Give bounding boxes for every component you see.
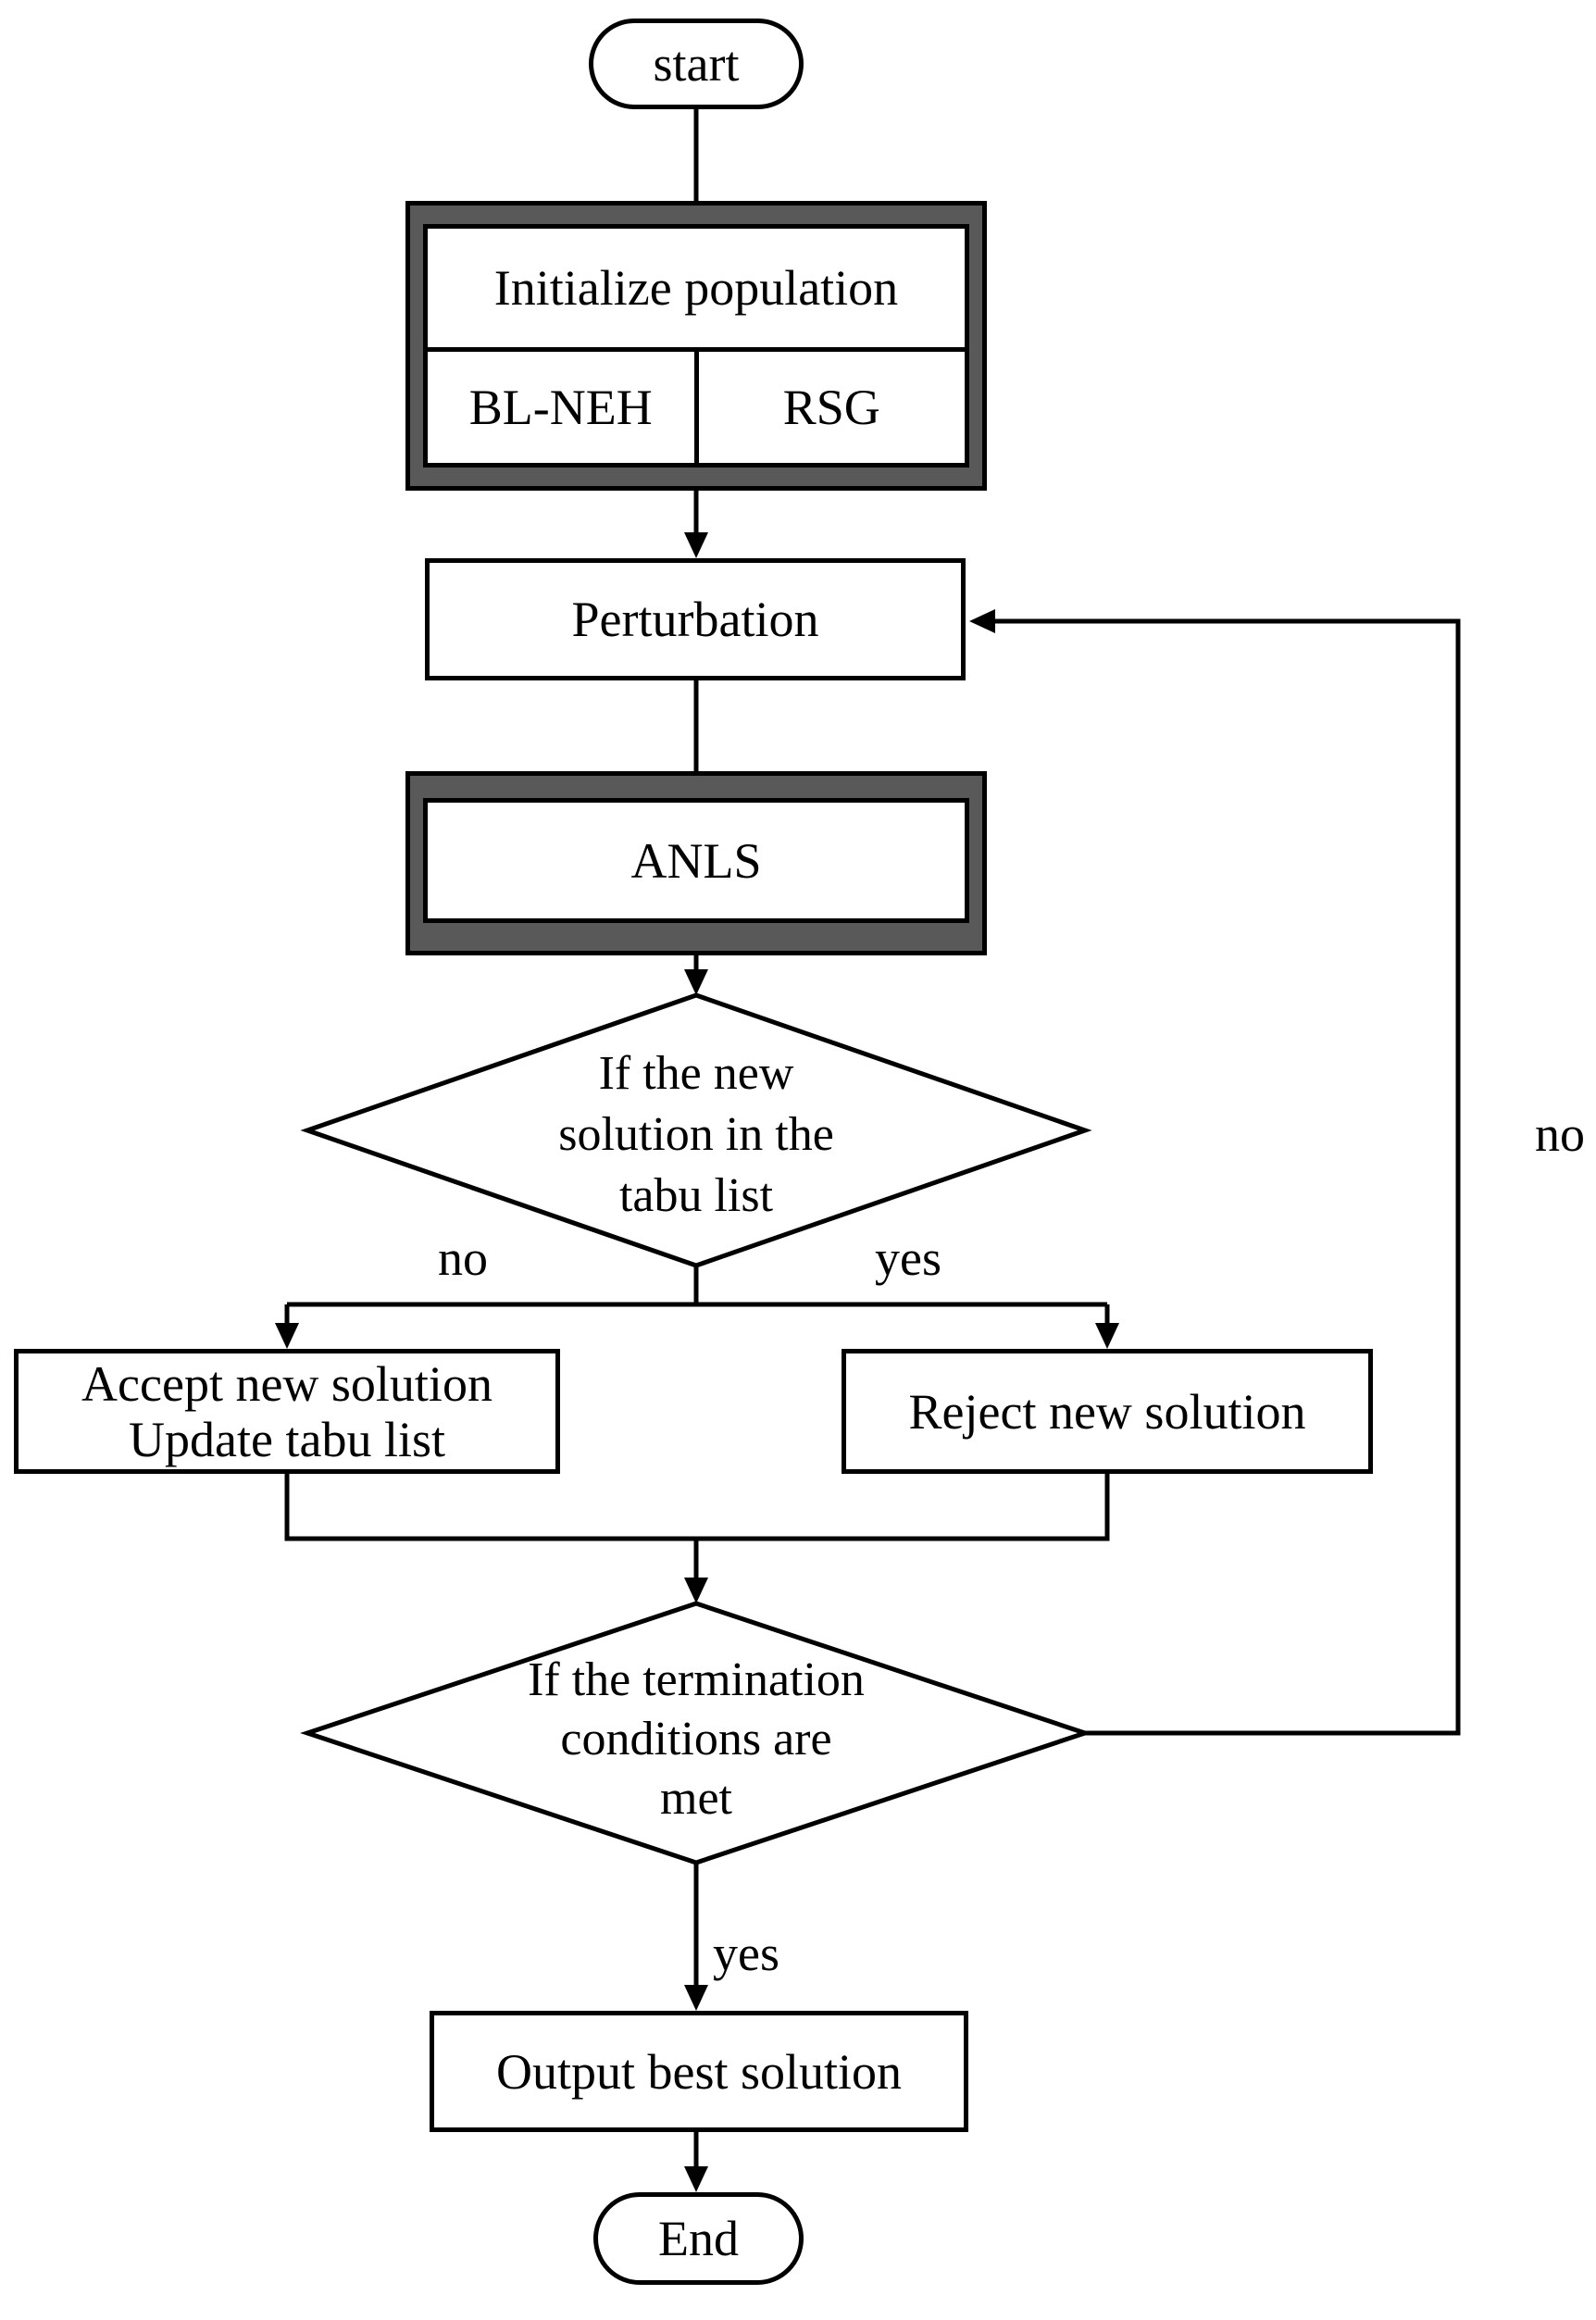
- decision-tabu-line1: If the new: [598, 1047, 794, 1100]
- decision-termination-line2: conditions are: [560, 1713, 832, 1765]
- decision-tabu-line2: solution in the: [558, 1108, 834, 1161]
- anls-inner-box: ANLS: [423, 798, 969, 923]
- edge-no-loop-to-perturbation: [992, 618, 1461, 1736]
- decision-termination-line1: If the termination: [528, 1653, 865, 1706]
- anls-label: ANLS: [630, 832, 762, 889]
- edge-branch-merge: [284, 1474, 1110, 1541]
- reject-label: Reject new solution: [908, 1383, 1306, 1440]
- decision-termination-shape: [300, 1601, 1092, 1865]
- arrowhead-into-reject: [1095, 1323, 1119, 1349]
- initialize-population-block: Initialize population BL-NEH RSG: [405, 201, 987, 491]
- perturbation-label: Perturbation: [571, 592, 819, 647]
- arrowhead-into-accept: [275, 1323, 299, 1349]
- perturbation-node: Perturbation: [425, 558, 966, 680]
- decision-termination-text: If the termination conditions are met: [418, 1651, 974, 1828]
- end-label: End: [658, 2211, 739, 2266]
- arrowhead-into-perturbation: [684, 532, 708, 558]
- decision-termination-yes-label: yes: [713, 1926, 779, 1981]
- accept-line2: Update tabu list: [129, 1411, 445, 1467]
- initialize-population-title: Initialize population: [428, 229, 965, 352]
- decision-tabu-yes-label: yes: [875, 1230, 941, 1286]
- initialize-population-inner-box: Initialize population BL-NEH RSG: [423, 224, 969, 468]
- start-label: start: [653, 36, 740, 92]
- output-best-solution-node: Output best solution: [430, 2011, 968, 2132]
- output-label: Output best solution: [495, 2043, 902, 2100]
- arrowhead-into-decision-termination: [684, 1578, 708, 1603]
- decision-termination-line3: met: [660, 1772, 732, 1825]
- reject-solution-node: Reject new solution: [842, 1349, 1373, 1474]
- bl-neh-cell: BL-NEH: [428, 352, 699, 463]
- anls-block: ANLS: [405, 771, 987, 955]
- decision-termination-no-label: no: [1535, 1106, 1585, 1162]
- arrowhead-into-decision-tabu: [684, 969, 708, 995]
- accept-solution-node: Accept new solution Update tabu list: [14, 1349, 560, 1474]
- rsg-cell: RSG: [782, 380, 880, 435]
- arrowhead-into-output: [684, 1985, 708, 2011]
- decision-tabu-text: If the new solution in the tabu list: [418, 1043, 974, 1227]
- decision-tabu-line3: tabu list: [618, 1169, 774, 1222]
- arrowhead-into-end: [684, 2166, 708, 2192]
- decision-tabu-no-label: no: [438, 1230, 488, 1286]
- arrowhead-loop-into-perturbation: [969, 609, 995, 633]
- decision-tabu-shape: [300, 992, 1092, 1268]
- end-node: End: [593, 2192, 804, 2285]
- start-node: start: [589, 19, 804, 109]
- accept-line1: Accept new solution: [81, 1355, 493, 1412]
- initialize-population-methods-row: BL-NEH RSG: [428, 352, 965, 463]
